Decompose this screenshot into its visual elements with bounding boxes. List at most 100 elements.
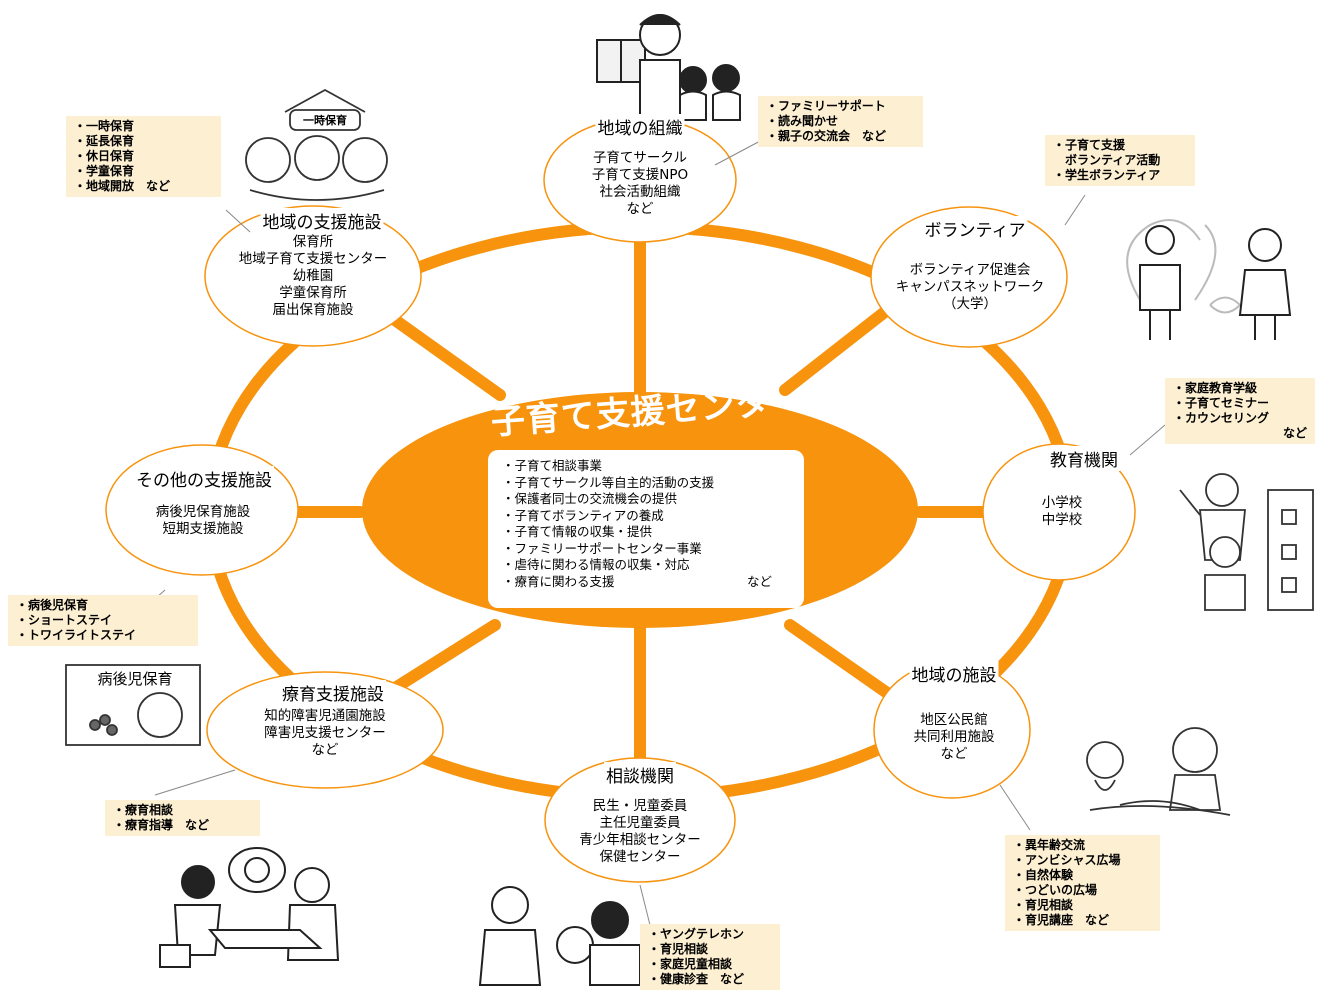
node-line: 社会活動組織	[599, 184, 681, 200]
node-line: 地域子育て支援センター	[238, 251, 388, 267]
service-item: ・虐待に関わる情報の収集・対応	[502, 557, 690, 572]
volunteers-clipart	[1126, 219, 1292, 340]
child-animal-clipart	[1086, 727, 1231, 816]
note-line: ・読み聞かせ	[766, 114, 839, 128]
doctor-exam-clipart	[478, 886, 641, 986]
note-line: ボランティア活動	[1053, 153, 1161, 167]
node-line: 幼稚園	[292, 268, 334, 284]
note-line: ・つどいの広場	[1013, 883, 1098, 897]
node-title-sonota: その他の支援施設	[134, 466, 274, 491]
node-ellipses	[105, 117, 1136, 883]
node-body-ryoiku: 知的障害児通園施設 障害児支援センター など	[264, 708, 386, 759]
note-bottom-right: ・異年齢交流 ・アンビシャス広場 ・自然体験 ・つどいの広場 ・育児相談 ・育児…	[1005, 835, 1160, 931]
note-top-right: ・子育て支援 ボランティア活動 ・学生ボランティア	[1045, 135, 1195, 186]
ichiji-sign-label: 一時保育	[303, 114, 347, 127]
note-line: ・療育相談	[113, 803, 174, 817]
node-line: 病後児保育施設	[155, 504, 251, 520]
center-services-box: ・子育て相談事業 ・子育てサークル等自主的活動の支援 ・保護者同士の交流機会の提…	[488, 450, 804, 608]
node-line: 青少年相談センター	[579, 832, 701, 848]
note-line: ・親子の交流会 など	[766, 129, 887, 143]
node-title-volunteer: ボランティア	[922, 216, 1028, 241]
node-body-shien-shisetsu: 保育所 地域子育て支援センター 幼稚園 学童保育所 届出保育施設	[239, 234, 388, 319]
node-line: 共同利用施設	[913, 729, 995, 745]
ichiji-kids-clipart	[245, 88, 388, 201]
note-line: ・トワイライトステイ	[16, 628, 137, 642]
node-title-chiiki-shisetsu: 地域の施設	[909, 661, 999, 686]
node-body-sonota: 病後児保育施設 短期支援施設	[156, 504, 251, 538]
counseling-clipart	[159, 847, 340, 968]
node-line: など	[311, 742, 339, 758]
node-line: 子育てサークル	[592, 150, 688, 166]
note-line: ・子育てセミナー	[1173, 396, 1270, 410]
service-item: ・子育て相談事業	[502, 458, 603, 473]
service-item: ・ファミリーサポートセンター事業	[502, 540, 702, 556]
node-title-kyoiku: 教育機関	[1048, 446, 1120, 471]
node-title-shien-shisetsu: 地域の支援施設	[260, 208, 384, 233]
node-line: 中学校	[1041, 512, 1083, 528]
callout-tails	[139, 139, 1166, 926]
note-line: ・学童保育	[74, 164, 135, 178]
node-title-ryoiku: 療育支援施設	[280, 680, 386, 705]
service-item: ・子育て情報の収集・提供	[502, 524, 653, 539]
node-line: 学童保育所	[279, 285, 347, 301]
note-line: ・休日保育	[74, 149, 135, 163]
note-line: ・一時保育	[74, 119, 135, 133]
service-item: ・子育てサークル等自主的活動の支援	[502, 474, 715, 490]
node-line: 小学校	[1041, 495, 1083, 511]
note-top-left: ・一時保育 ・延長保育 ・休日保育 ・学童保育 ・地域開放 など	[66, 116, 221, 197]
note-line: ・アンビシャス広場	[1013, 853, 1121, 867]
service-item-last: ・療育に関わる支援 など	[502, 574, 772, 591]
note-line: ・ファミリーサポート	[766, 99, 886, 113]
note-bottom-left: ・療育相談 ・療育指導 など	[105, 800, 260, 836]
node-body-chiiki-soshiki: 子育てサークル 子育て支援NPO 社会活動組織 など	[592, 150, 688, 218]
note-line: ・家庭教育学級	[1173, 381, 1258, 395]
note-line: ・異年齢交流	[1013, 838, 1086, 852]
node-line: 保健センター	[599, 849, 681, 865]
node-line: キャンパスネットワーク	[895, 279, 1045, 295]
note-line: ・学生ボランティア	[1053, 168, 1161, 182]
note-line: ・延長保育	[74, 134, 135, 148]
service-item: ・保護者同士の交流機会の提供	[502, 491, 678, 506]
note-line: ・療育指導 など	[113, 818, 210, 832]
node-body-chiiki-shisetsu: 地区公民館 共同利用施設 など	[914, 712, 995, 763]
node-line: 主任児童委員	[599, 815, 681, 831]
note-line: ・地域開放 など	[74, 179, 171, 193]
reading-family-clipart	[596, 14, 741, 121]
note-line: ・自然体験	[1013, 868, 1074, 882]
node-line: 地区公民館	[920, 712, 988, 728]
node-line: 障害児支援センター	[264, 725, 386, 741]
node-line: 届出保育施設	[272, 302, 354, 318]
service-suffix: など	[746, 573, 772, 589]
node-line: 短期支援施設	[162, 521, 244, 537]
note-line: ・カウンセリング	[1173, 411, 1270, 425]
note-line: ・育児相談	[1013, 898, 1074, 912]
note-line: ・育児相談	[648, 942, 709, 956]
note-line: ・ショートステイ	[16, 613, 113, 627]
node-line: 民生・児童委員	[592, 798, 688, 814]
school-teacher-clipart	[1179, 473, 1314, 611]
sick-child-care-clipart	[65, 664, 201, 746]
note-line: ・健康診査 など	[648, 972, 745, 986]
node-title-chiiki-soshiki: 地域の組織	[595, 114, 685, 139]
node-body-soudan: 民生・児童委員 主任児童委員 青少年相談センター 保健センター	[579, 798, 701, 866]
node-title-soudan: 相談機関	[604, 762, 676, 787]
node-line: など	[626, 201, 654, 217]
node-line: ボランティア促進会	[909, 262, 1031, 278]
note-line: ・ヤングテレホン	[648, 927, 745, 941]
note-line: ・子育て支援	[1053, 138, 1126, 152]
note-right: ・家庭教育学級 ・子育てセミナー ・カウンセリング など	[1165, 378, 1315, 444]
note-line: ・家庭児童相談	[648, 957, 733, 971]
note-line: ・育児講座 など	[1013, 913, 1110, 927]
node-body-kyoiku: 小学校 中学校	[1042, 495, 1083, 529]
byougo-sign-label: 病後児保育	[97, 670, 173, 688]
note-top-center: ・ファミリーサポート ・読み聞かせ ・親子の交流会 など	[758, 96, 923, 147]
note-bottom-center: ・ヤングテレホン ・育児相談 ・家庭児童相談 ・健康診査 など	[640, 924, 780, 990]
node-body-volunteer: ボランティア促進会 キャンパスネットワーク （大学）	[896, 262, 1045, 313]
node-line: （大学）	[943, 296, 997, 312]
node-line: 保育所	[292, 234, 334, 250]
service-item: ・療育に関わる支援	[502, 573, 615, 589]
service-item: ・子育てボランティアの養成	[502, 507, 664, 523]
note-left: ・病後児保育 ・ショートステイ ・トワイライトステイ	[8, 595, 198, 646]
node-line: など	[940, 746, 968, 762]
note-line: など	[1282, 426, 1307, 440]
